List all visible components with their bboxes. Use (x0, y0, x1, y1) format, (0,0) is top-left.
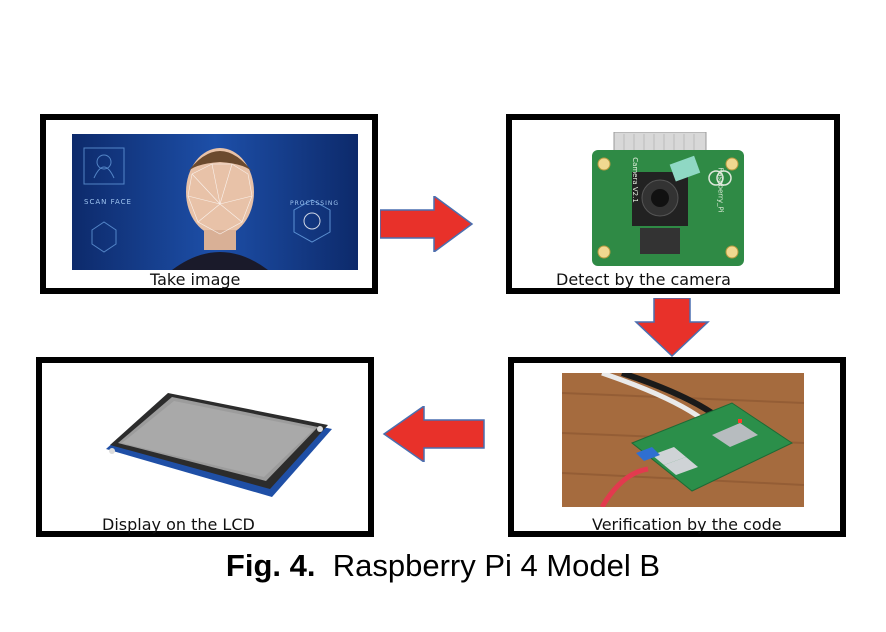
arrow-down-icon (634, 298, 710, 358)
step-label-verification: Verification by the code (592, 515, 782, 534)
lcd-screen-image (92, 385, 342, 503)
face-right-text: PROCESSING (290, 200, 340, 207)
step-display-lcd-box: Display on the LCD (36, 357, 374, 537)
camera-module-image (584, 132, 762, 272)
caption-prefix: Fig. 4. (225, 548, 316, 583)
raspberry-pi-board-image (562, 373, 804, 507)
arrow-right-icon (380, 196, 474, 252)
caption-text: Raspberry Pi 4 Model B (332, 548, 661, 583)
camera-board-text: Camera V2.1 (630, 157, 639, 203)
face-left-text: SCAN FACE (84, 198, 132, 206)
face-scan-image (72, 134, 358, 270)
step-detect-camera-box: Camera V2.1 Raspberry_Pi Detect by the c… (506, 114, 840, 294)
step-label-take-image: Take image (150, 270, 241, 289)
arrow-left-icon (382, 406, 485, 462)
step-take-image-box: SCAN FACE PROCESSING Take image (40, 114, 378, 294)
figure-caption: Fig. 4. Raspberry Pi 4 Model B (0, 548, 886, 584)
step-verification-box: Verification by the code (508, 357, 846, 537)
camera-board-subtext: Raspberry_Pi (716, 167, 725, 213)
step-label-display-lcd: Display on the LCD (102, 515, 255, 534)
step-label-detect-camera: Detect by the camera (556, 270, 731, 289)
